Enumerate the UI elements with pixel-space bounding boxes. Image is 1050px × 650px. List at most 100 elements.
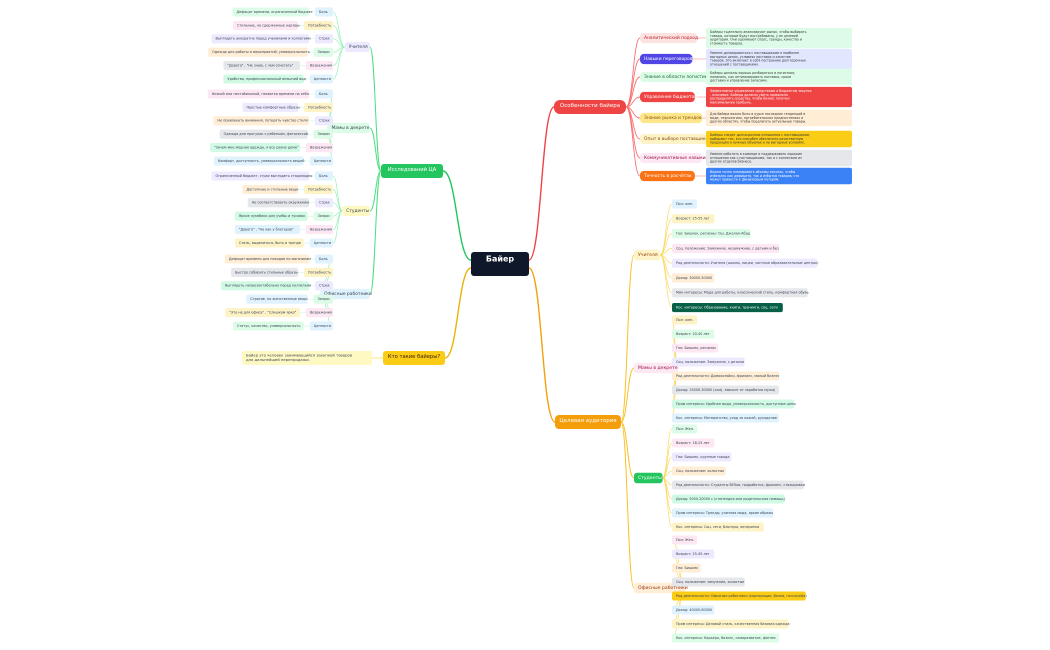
audience-item-1-1-box[interactable] <box>672 329 715 339</box>
root-node-box[interactable] <box>471 252 529 276</box>
research-tag-1-0-box[interactable] <box>315 89 333 99</box>
research-tag-0-0-box[interactable] <box>315 7 333 17</box>
branch-research-box[interactable] <box>381 164 443 178</box>
audience-item-1-4-box[interactable] <box>672 371 780 381</box>
audience-item-2-2-box[interactable] <box>672 452 732 462</box>
research-value-1-4-box[interactable] <box>210 143 300 153</box>
research-value-0-5-box[interactable] <box>223 74 304 84</box>
research-value-0-2-box[interactable] <box>211 34 309 44</box>
feature-desc-2-box[interactable] <box>706 68 852 86</box>
audience-item-2-1-box[interactable] <box>672 438 715 448</box>
audience-item-2-0-box[interactable] <box>672 424 698 434</box>
branch-audience-box[interactable] <box>555 415 621 429</box>
research-group-0-box[interactable] <box>344 41 370 53</box>
research-tag-1-2-box[interactable] <box>315 116 333 126</box>
research-tag-0-3-box[interactable] <box>313 47 333 57</box>
audience-item-3-2-box[interactable] <box>672 563 701 573</box>
research-value-3-1-box[interactable] <box>231 267 299 277</box>
research-group-1-box[interactable] <box>327 122 370 134</box>
audience-item-1-0-box[interactable] <box>672 315 698 325</box>
feature-desc-3-box[interactable] <box>706 86 852 108</box>
audience-item-2-4-box[interactable] <box>672 480 804 490</box>
audience-item-3-7-box[interactable] <box>672 633 780 643</box>
research-tag-3-2-box[interactable] <box>315 281 333 291</box>
research-tag-1-5-box[interactable] <box>309 156 333 166</box>
audience-group-1-box[interactable] <box>634 362 679 374</box>
research-tag-1-4-box[interactable] <box>305 143 333 153</box>
research-value-1-0-box[interactable] <box>207 89 309 99</box>
research-value-0-0-box[interactable] <box>232 7 309 17</box>
audience-item-3-4-box[interactable] <box>672 591 806 601</box>
branch-who-box[interactable] <box>383 351 445 365</box>
research-tag-3-0-box[interactable] <box>315 254 333 264</box>
research-tag-2-1-box[interactable] <box>304 184 333 194</box>
research-value-0-1-box[interactable] <box>232 20 299 30</box>
research-tag-0-4-box[interactable] <box>305 61 333 71</box>
research-tag-2-4-box[interactable] <box>305 225 333 235</box>
feature-desc-4-box[interactable] <box>706 109 852 127</box>
research-value-2-2-box[interactable] <box>247 198 309 208</box>
audience-item-0-2-box[interactable] <box>672 229 751 239</box>
audience-item-1-7-box[interactable] <box>672 413 780 423</box>
audience-item-3-3-box[interactable] <box>672 577 745 587</box>
research-value-3-5-box[interactable] <box>232 321 304 331</box>
audience-item-3-1-box[interactable] <box>672 549 715 559</box>
audience-item-0-7-box[interactable] <box>672 303 783 313</box>
research-value-3-4-box[interactable] <box>225 308 300 318</box>
research-value-3-0-box[interactable] <box>224 254 309 264</box>
research-tag-0-1-box[interactable] <box>304 20 333 30</box>
research-value-1-1-box[interactable] <box>242 102 299 112</box>
research-value-0-3-box[interactable] <box>208 47 308 57</box>
audience-item-2-3-box[interactable] <box>672 466 726 476</box>
research-value-1-5-box[interactable] <box>213 156 304 166</box>
research-group-2-box[interactable] <box>342 205 370 217</box>
audience-item-1-6-box[interactable] <box>672 399 795 409</box>
research-value-2-4-box[interactable] <box>234 225 300 235</box>
feature-item-6-box[interactable] <box>640 152 703 164</box>
research-value-2-1-box[interactable] <box>242 184 299 194</box>
feature-item-5-box[interactable] <box>640 133 710 145</box>
audience-item-0-3-box[interactable] <box>672 243 780 253</box>
research-tag-0-5-box[interactable] <box>309 74 333 84</box>
feature-item-1-box[interactable] <box>640 53 693 65</box>
audience-item-1-2-box[interactable] <box>672 343 719 353</box>
research-tag-2-2-box[interactable] <box>315 198 333 208</box>
feature-desc-0-box[interactable] <box>706 27 852 49</box>
research-tag-1-1-box[interactable] <box>304 102 333 112</box>
research-tag-1-3-box[interactable] <box>313 129 333 139</box>
audience-item-3-6-box[interactable] <box>672 619 789 629</box>
audience-item-2-6-box[interactable] <box>672 508 774 518</box>
research-value-0-4-box[interactable] <box>223 61 300 71</box>
audience-item-2-5-box[interactable] <box>672 494 785 504</box>
feature-item-3-box[interactable] <box>640 91 695 103</box>
audience-item-0-1-box[interactable] <box>672 214 715 224</box>
research-value-1-3-box[interactable] <box>219 129 308 139</box>
research-value-2-0-box[interactable] <box>211 171 309 181</box>
research-value-3-2-box[interactable] <box>221 281 309 291</box>
research-tag-3-1-box[interactable] <box>304 267 333 277</box>
research-tag-2-0-box[interactable] <box>315 171 333 181</box>
feature-desc-5-box[interactable] <box>706 130 852 148</box>
audience-item-2-7-box[interactable] <box>672 522 764 532</box>
audience-group-0-box[interactable] <box>634 249 661 261</box>
audience-item-3-0-box[interactable] <box>672 535 698 545</box>
feature-item-0-box[interactable] <box>640 32 698 44</box>
research-value-3-3-box[interactable] <box>246 294 308 304</box>
research-tag-3-3-box[interactable] <box>313 294 333 304</box>
audience-item-0-6-box[interactable] <box>672 288 808 298</box>
research-value-1-2-box[interactable] <box>213 116 309 126</box>
research-value-2-3-box[interactable] <box>234 211 308 221</box>
research-value-2-5-box[interactable] <box>234 238 304 248</box>
audience-item-1-3-box[interactable] <box>672 357 745 367</box>
feature-desc-7-box[interactable] <box>706 167 852 185</box>
research-tag-2-5-box[interactable] <box>309 238 333 248</box>
feature-desc-6-box[interactable] <box>706 149 852 167</box>
audience-item-0-5-box[interactable] <box>672 273 715 283</box>
feature-item-4-box[interactable] <box>640 112 703 124</box>
audience-item-3-5-box[interactable] <box>672 605 715 615</box>
research-tag-3-4-box[interactable] <box>305 308 333 318</box>
audience-group-2-box[interactable] <box>634 472 663 484</box>
branch-features-box[interactable] <box>554 100 626 114</box>
research-tag-2-3-box[interactable] <box>313 211 333 221</box>
feature-item-2-box[interactable] <box>640 71 713 83</box>
